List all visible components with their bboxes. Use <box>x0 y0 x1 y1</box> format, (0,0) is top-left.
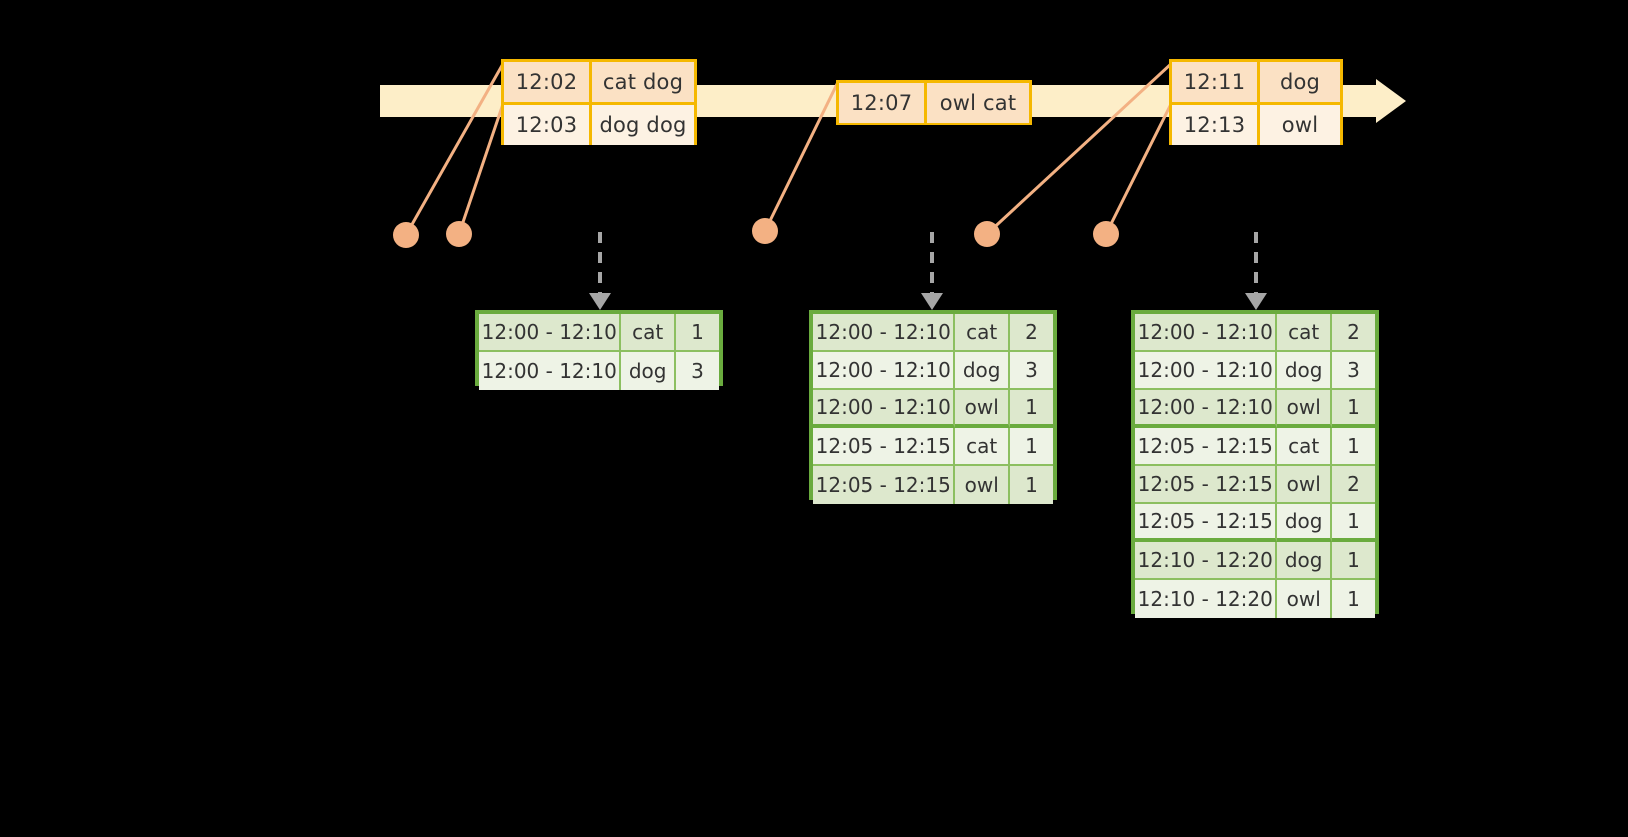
count-cell: 1 <box>1331 504 1375 542</box>
event-payload: owl <box>1260 105 1340 145</box>
window-cell: 12:00 - 12:10 <box>813 352 956 390</box>
window-cell: 12:00 - 12:10 <box>1135 390 1278 428</box>
connector-5-dot <box>1093 221 1119 247</box>
window-cell: 12:05 - 12:15 <box>1135 428 1278 466</box>
event-time: 12:03 <box>504 105 592 145</box>
key-cell: cat <box>955 314 1010 352</box>
event-row: 12:13 owl <box>1172 102 1340 145</box>
connector-5-line <box>1104 101 1174 235</box>
event-time: 12:02 <box>504 62 592 102</box>
key-cell: owl <box>1277 466 1332 504</box>
count-cell: 1 <box>1009 466 1053 504</box>
window-cell: 12:05 - 12:15 <box>1135 504 1278 542</box>
key-cell: cat <box>955 428 1010 466</box>
key-cell: dog <box>1277 542 1332 580</box>
window-cell: 12:10 - 12:20 <box>1135 580 1278 618</box>
down-arrow-2-head <box>921 293 943 310</box>
event-payload: owl cat <box>927 83 1029 123</box>
key-cell: dog <box>1277 352 1332 390</box>
event-row: 12:02 cat dog <box>504 62 694 102</box>
key-cell: cat <box>1277 428 1332 466</box>
timeline-arrowhead <box>1376 79 1406 123</box>
window-cell: 12:00 - 12:10 <box>813 314 956 352</box>
count-cell: 1 <box>1009 390 1053 428</box>
down-arrow-3-head <box>1245 293 1267 310</box>
count-cell: 1 <box>1331 542 1375 580</box>
connector-1-dot <box>393 222 419 248</box>
count-cell: 2 <box>1331 466 1375 504</box>
event-time: 12:11 <box>1172 62 1260 102</box>
key-cell: dog <box>1277 504 1332 542</box>
window-cell: 12:00 - 12:10 <box>479 352 622 390</box>
event-row: 12:07 owl cat <box>839 83 1029 123</box>
connector-3-dot <box>752 218 778 244</box>
connector-2-line <box>457 100 506 235</box>
event-payload: dog dog <box>592 105 694 145</box>
window-cell: 12:00 - 12:10 <box>813 390 956 428</box>
event-box-3[interactable]: 12:11 dog 12:13 owl <box>1169 59 1343 145</box>
count-cell: 2 <box>1331 314 1375 352</box>
event-box-1[interactable]: 12:02 cat dog 12:03 dog dog <box>501 59 697 145</box>
key-cell: cat <box>621 314 676 352</box>
window-cell: 12:00 - 12:10 <box>479 314 622 352</box>
count-cell: 3 <box>675 352 719 390</box>
count-cell: 1 <box>1331 428 1375 466</box>
key-cell: owl <box>1277 390 1332 428</box>
window-cell: 12:00 - 12:10 <box>1135 314 1278 352</box>
event-time: 12:13 <box>1172 105 1260 145</box>
event-box-2[interactable]: 12:07 owl cat <box>836 80 1032 125</box>
key-cell: owl <box>955 466 1010 504</box>
key-cell: cat <box>1277 314 1332 352</box>
event-row: 12:03 dog dog <box>504 102 694 145</box>
count-cell: 1 <box>1331 580 1375 618</box>
window-cell: 12:05 - 12:15 <box>813 466 956 504</box>
down-arrow-1-head <box>589 293 611 310</box>
key-cell: owl <box>1277 580 1332 618</box>
window-cell: 12:05 - 12:15 <box>1135 466 1278 504</box>
event-row: 12:11 dog <box>1172 62 1340 102</box>
connector-4-dot <box>974 221 1000 247</box>
count-cell: 1 <box>1331 390 1375 428</box>
count-cell: 2 <box>1009 314 1053 352</box>
event-time: 12:07 <box>839 83 927 123</box>
event-payload: dog <box>1260 62 1340 102</box>
key-cell: dog <box>955 352 1010 390</box>
event-payload: cat dog <box>592 62 694 102</box>
window-cell: 12:10 - 12:20 <box>1135 542 1278 580</box>
count-cell: 3 <box>1009 352 1053 390</box>
key-cell: dog <box>621 352 676 390</box>
key-cell: owl <box>955 390 1010 428</box>
count-cell: 1 <box>675 314 719 352</box>
count-cell: 3 <box>1331 352 1375 390</box>
connector-2-dot <box>446 221 472 247</box>
window-cell: 12:00 - 12:10 <box>1135 352 1278 390</box>
count-cell: 1 <box>1009 428 1053 466</box>
window-cell: 12:05 - 12:15 <box>813 428 956 466</box>
